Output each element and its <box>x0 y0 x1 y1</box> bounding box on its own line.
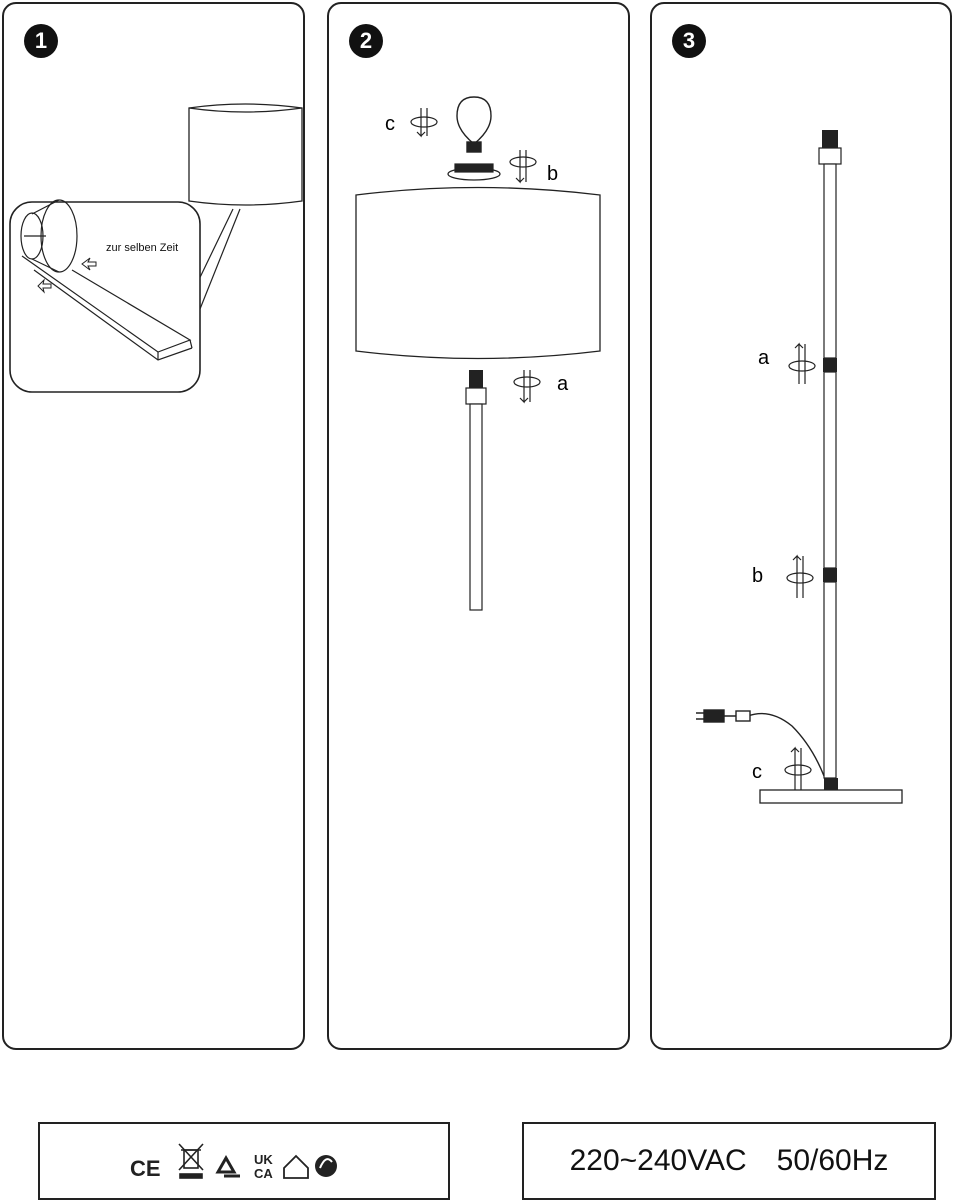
weee-bin-icon <box>178 1143 204 1179</box>
rotate-arrow-b-icon <box>786 554 814 598</box>
power-rating-box: 220~240VAC 50/60Hz <box>522 1122 936 1200</box>
step-1-illustration: zur selben Zeit <box>9 103 303 393</box>
green-dot-icon <box>315 1155 337 1177</box>
label-b: b <box>752 565 763 587</box>
label-a: a <box>557 373 569 395</box>
step-3-illustration: a b c <box>696 130 903 804</box>
frequency-rating: 50/60Hz <box>776 1144 889 1177</box>
svg-text:CA: CA <box>254 1166 273 1181</box>
step-2-number: 2 <box>349 24 383 58</box>
rotate-arrow-c-icon <box>784 746 812 790</box>
rotate-arrow-a-icon <box>788 342 816 384</box>
label-a: a <box>758 347 770 369</box>
light-bulb-icon <box>456 96 492 153</box>
simultaneous-annotation: zur selben Zeit <box>106 242 178 254</box>
label-c: c <box>385 113 395 135</box>
step-3-number: 3 <box>672 24 706 58</box>
ukca-mark-icon: UK CA <box>254 1152 273 1181</box>
compliance-symbols-box: CE UK CA <box>38 1122 450 1200</box>
rotate-arrow-b-icon <box>509 150 537 184</box>
shade-rings-icon <box>20 199 193 361</box>
lamp-shade-icon <box>355 186 601 360</box>
step-1-panel: 1 zur selben Zeit <box>2 2 305 1050</box>
step-1-number: 1 <box>24 24 58 58</box>
indoor-use-icon <box>283 1154 309 1179</box>
ce-mark-icon: CE <box>130 1156 161 1181</box>
voltage-rating: 220~240VAC <box>569 1144 747 1177</box>
rotate-arrow-a-icon <box>513 370 541 404</box>
lamp-shade-icon <box>188 103 303 206</box>
label-b: b <box>547 163 558 185</box>
svg-text:UK: UK <box>254 1152 273 1167</box>
step-2-illustration: c b a <box>355 96 601 611</box>
rotate-arrow-c-icon <box>410 108 438 138</box>
pole-segments <box>823 163 837 779</box>
power-cord-icon <box>696 709 825 777</box>
step-3-panel: 3 <box>650 2 952 1050</box>
lamp-base <box>759 789 903 804</box>
ring-nut-icon <box>447 163 501 181</box>
recycle-icon <box>215 1154 240 1178</box>
label-c: c <box>752 761 762 783</box>
step-2-panel: 2 <box>327 2 630 1050</box>
